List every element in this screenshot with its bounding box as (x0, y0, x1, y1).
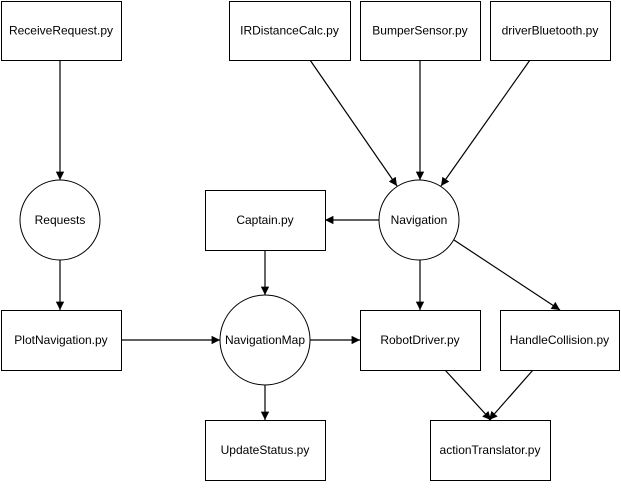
node-requests: Requests (19, 179, 101, 261)
node-action-translator-shape (430, 420, 551, 481)
node-bumper-sensor: BumperSensor.py (360, 1, 481, 61)
node-plot-navigation-label: PlotNavigation.py (14, 333, 107, 347)
edge-driver-bluetooth-to-navigation (440, 59, 531, 187)
node-driver-bluetooth-shape (490, 1, 611, 61)
node-ir-distance-calc: IRDistanceCalc.py (229, 1, 351, 61)
node-handle-collision-label: HandleCollision.py (510, 333, 609, 347)
edge-ir-distance-calc-to-navigation (309, 59, 398, 187)
node-receive-request-label: ReceiveRequest.py (9, 24, 113, 38)
node-bumper-sensor-label: BumperSensor.py (372, 24, 467, 38)
node-robot-driver: RobotDriver.py (360, 310, 481, 371)
node-captain-label: Captain.py (236, 213, 293, 227)
node-ir-distance-calc-shape (229, 1, 351, 61)
node-driver-bluetooth: driverBluetooth.py (490, 1, 611, 61)
node-receive-request: ReceiveRequest.py (1, 1, 122, 61)
node-captain: Captain.py (205, 190, 326, 251)
node-receive-request-shape (1, 1, 122, 61)
nodes-layer: ReceiveRequest.py IRDistanceCalc.py Bumper… (1, 1, 620, 481)
edge-robot-driver-to-action-translator (444, 369, 492, 421)
node-handle-collision: HandleCollision.py (500, 310, 620, 371)
node-captain-shape (205, 190, 326, 251)
node-navigation: Navigation (378, 179, 460, 261)
edge-handle-collision-to-action-translator (488, 369, 534, 421)
node-update-status: UpdateStatus.py (205, 420, 326, 481)
node-navigation-map-shape (219, 294, 311, 386)
node-navigation-label: Navigation (391, 213, 448, 227)
node-robot-driver-shape (360, 310, 481, 371)
node-navigation-map-label: NavigationMap (225, 333, 305, 347)
node-update-status-label: UpdateStatus.py (221, 443, 310, 457)
node-action-translator: actionTranslator.py (430, 420, 551, 481)
node-update-status-shape (205, 420, 326, 481)
node-action-translator-label: actionTranslator.py (440, 443, 541, 457)
node-plot-navigation: PlotNavigation.py (1, 310, 122, 371)
node-driver-bluetooth-label: driverBluetooth.py (502, 24, 599, 38)
node-plot-navigation-shape (1, 310, 122, 371)
node-navigation-shape (378, 179, 460, 261)
node-navigation-map: NavigationMap (219, 294, 311, 386)
node-bumper-sensor-shape (360, 1, 481, 61)
edges-layer (55, 59, 561, 421)
node-robot-driver-label: RobotDriver.py (380, 333, 459, 347)
node-requests-label: Requests (35, 213, 86, 227)
node-requests-shape (19, 179, 101, 261)
node-handle-collision-shape (500, 310, 620, 371)
edge-navigation-to-handle-collision (453, 239, 561, 311)
node-ir-distance-calc-label: IRDistanceCalc.py (240, 24, 339, 38)
